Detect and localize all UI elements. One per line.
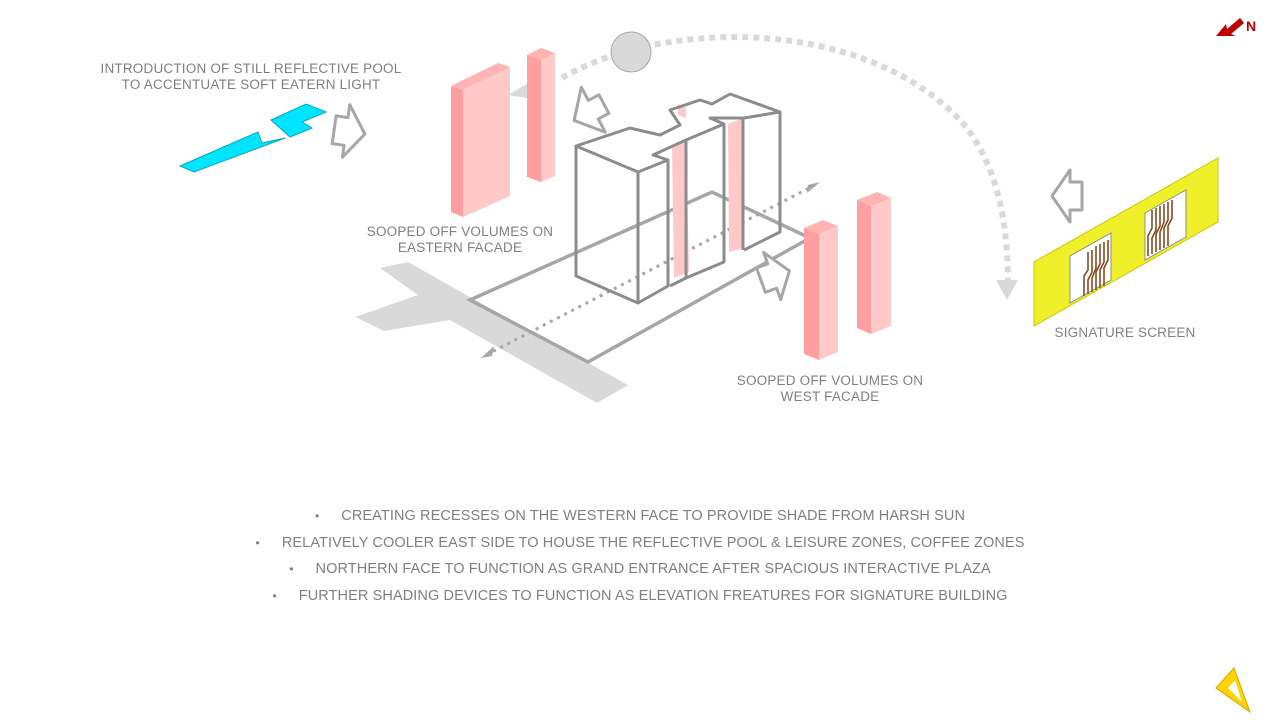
access-road <box>355 262 628 403</box>
bullet-item: • FURTHER SHADING DEVICES TO FUNCTION AS … <box>0 588 1280 615</box>
wind-axis-head-left <box>481 346 494 358</box>
west-volume-2-top <box>857 192 891 206</box>
reflective-pool-b <box>270 103 328 138</box>
bullet-item: • CREATING RECESSES ON THE WESTERN FACE T… <box>0 508 1280 535</box>
east-volume-2-side <box>527 55 541 182</box>
building-massing <box>574 92 782 305</box>
west-volume-1-top <box>804 220 838 234</box>
east-volume-2-front <box>541 53 555 182</box>
bullet-list: • CREATING RECESSES ON THE WESTERN FACE T… <box>0 508 1280 614</box>
west-volume-2-front <box>871 198 891 334</box>
wind-axis <box>485 183 816 357</box>
east-facade-label: SOOPED OFF VOLUMES ON EASTERN FACADE <box>350 224 570 256</box>
east-volume-2-top <box>527 48 555 60</box>
signature-screen-label: SIGNATURE SCREEN <box>1054 325 1196 340</box>
reflective-pool <box>178 131 286 173</box>
pool-label-line2: TO ACCENTUATE SOFT EATERN LIGHT <box>121 77 381 92</box>
north-label: N <box>1246 18 1257 34</box>
bullet-dot: • <box>314 509 320 523</box>
sun-path <box>560 34 1011 286</box>
east-label-line1: SOOPED OFF VOLUMES ON <box>366 224 554 239</box>
bullet-text: CREATING RECESSES ON THE WESTERN FACE TO… <box>341 508 966 524</box>
west-label-line1: SOOPED OFF VOLUMES ON <box>736 373 924 388</box>
pool-label: INTRODUCTION OF STILL REFLECTIVE POOL TO… <box>96 61 406 93</box>
east-volume-1-top <box>451 63 510 90</box>
screen-pattern-1 <box>1083 240 1109 296</box>
sun-icon <box>610 31 652 73</box>
west-volume-1-front <box>819 226 838 360</box>
wind-axis-head-right <box>807 182 820 193</box>
west-volume-2-side <box>857 200 871 334</box>
west-label-line2: WEST FACADE <box>780 389 880 404</box>
sun-path-head-end <box>996 280 1018 300</box>
bullet-text: FURTHER SHADING DEVICES TO FUNCTION AS E… <box>298 587 1008 604</box>
bullet-text: RELATIVELY COOLER EAST SIDE TO HOUSE THE… <box>281 534 1025 551</box>
bullet-dot: • <box>289 562 294 576</box>
west-facade-label: SOOPED OFF VOLUMES ON WEST FACADE <box>720 373 940 405</box>
pool-label-line1: INTRODUCTION OF STILL REFLECTIVE POOL <box>100 61 402 76</box>
bullet-dot: • <box>255 535 260 550</box>
bullet-dot: • <box>272 588 277 603</box>
north-arrow-icon <box>1216 18 1244 36</box>
sun-path-head-start <box>508 82 530 98</box>
east-volume-1-side <box>451 86 463 217</box>
wind-arrow-icon <box>330 85 1084 302</box>
east-volume-1-front <box>463 67 510 217</box>
bullet-text: NORTHERN FACE TO FUNCTION AS GRAND ENTRA… <box>315 561 991 577</box>
bullet-item: • NORTHERN FACE TO FUNCTION AS GRAND ENTR… <box>0 561 1280 588</box>
east-label-line2: EASTERN FACADE <box>397 240 523 255</box>
recess-fill-2 <box>728 118 744 252</box>
screen-pattern-2 <box>1147 200 1173 256</box>
set-square-logo-icon <box>1215 667 1252 714</box>
bullet-item: • RELATIVELY COOLER EAST SIDE TO HOUSE TH… <box>0 535 1280 562</box>
west-volume-1-side <box>804 228 819 360</box>
